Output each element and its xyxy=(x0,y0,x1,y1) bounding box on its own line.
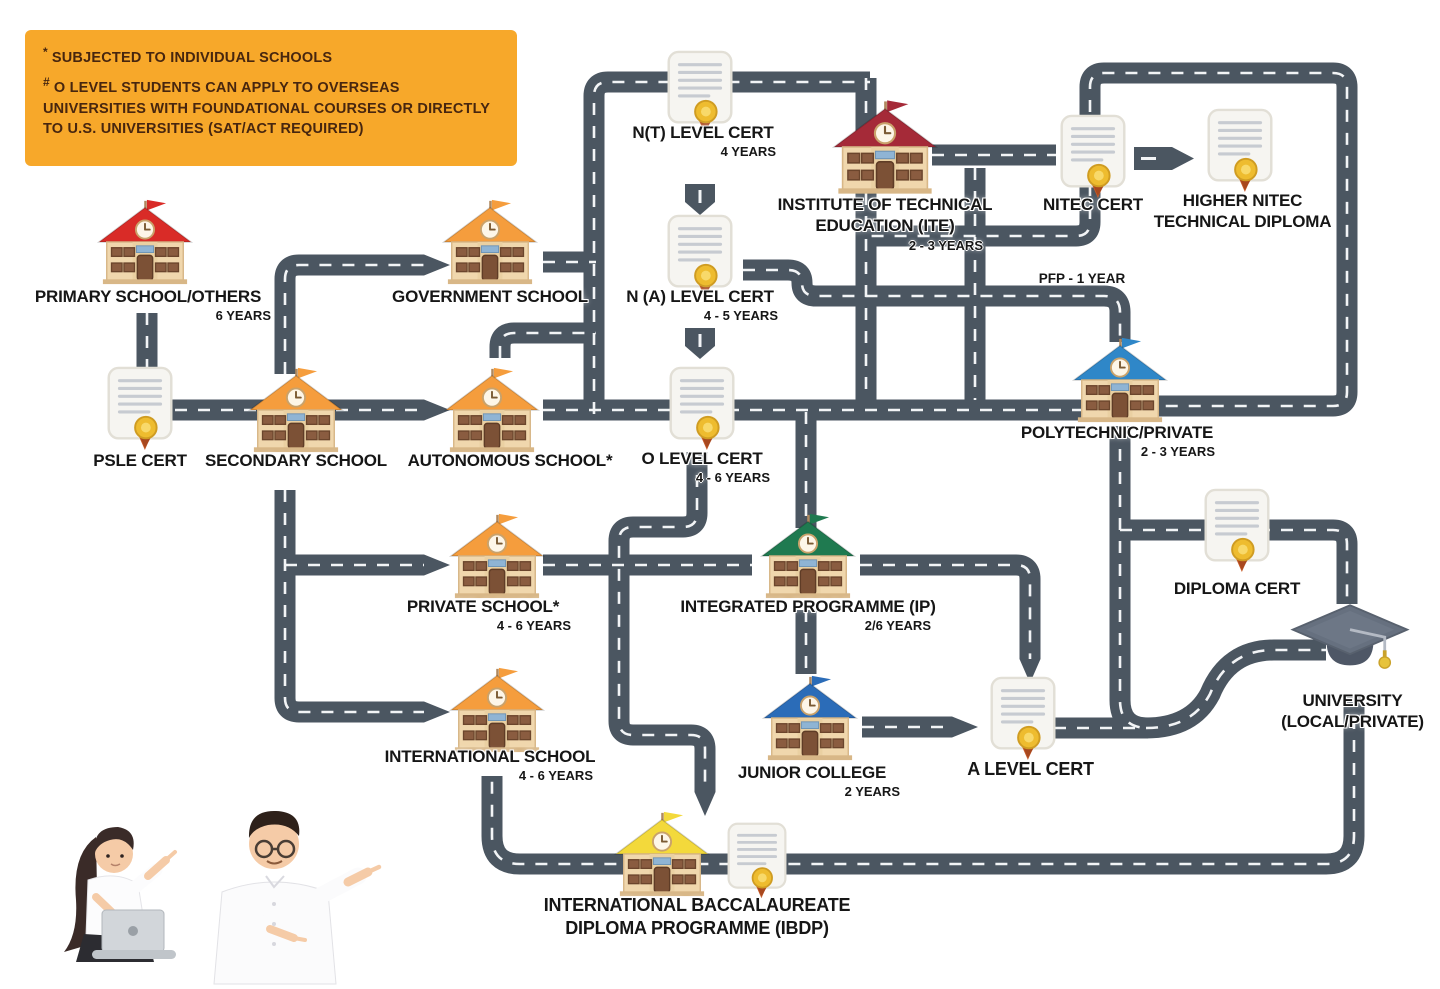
node-label: PRIMARY SCHOOL/OTHERS xyxy=(34,287,262,306)
node-label: INTEGRATED PROGRAMME (IP) xyxy=(680,597,936,616)
node-label: INSTITUTE OF TECHNICAL EDUCATION (ITE) xyxy=(777,195,993,235)
node-years: 2 - 3 YEARS xyxy=(1140,444,1215,459)
school-icon xyxy=(760,512,856,600)
school-icon xyxy=(248,366,344,454)
node-label: SECONDARY SCHOOL xyxy=(205,451,387,470)
node-label: GOVERNMENT SCHOOL xyxy=(392,287,588,306)
node-label: O LEVEL CERT xyxy=(641,449,763,468)
node-years: 4 YEARS xyxy=(720,144,776,159)
node-label: A LEVEL CERT xyxy=(967,759,1094,779)
node-label: HIGHER NITEC TECHNICAL DIPLOMA xyxy=(1153,191,1332,231)
certificate-icon xyxy=(725,822,789,900)
notes-box: *SUBJECTED TO INDIVIDUAL SCHOOLS #O LEVE… xyxy=(25,30,517,166)
node-years: 2 YEARS xyxy=(844,784,900,799)
school-icon xyxy=(832,98,938,196)
certificate-icon xyxy=(1204,108,1276,194)
certificate-icon xyxy=(987,676,1059,762)
school-icon xyxy=(442,198,538,286)
school-icon xyxy=(1072,336,1168,424)
school-icon xyxy=(444,366,540,454)
note-line: #O LEVEL STUDENTS CAN APPLY TO OVERSEAS … xyxy=(43,75,490,138)
certificate-icon xyxy=(1057,114,1129,200)
school-icon xyxy=(449,666,545,754)
node-label: N(T) LEVEL CERT xyxy=(632,123,774,142)
node-years: 4 - 6 YEARS xyxy=(496,618,571,633)
node-label: NITEC CERT xyxy=(1042,195,1143,214)
node-label: PRIVATE SCHOOL* xyxy=(406,597,560,616)
node-years: 2/6 YEARS xyxy=(864,618,931,633)
school-icon xyxy=(762,674,858,762)
node-label: UNIVERSITY (LOCAL/PRIVATE) xyxy=(1281,691,1424,731)
node-years: 4 - 5 YEARS xyxy=(703,308,778,323)
node-label: POLYTECHNIC/PRIVATE xyxy=(1020,423,1214,442)
node-years: 4 - 6 YEARS xyxy=(695,470,770,485)
node-years: 2 - 3 YEARS xyxy=(908,238,983,253)
school-icon xyxy=(449,512,545,600)
node-label: INTERNATIONAL SCHOOL xyxy=(384,747,596,766)
node-label: PSLE CERT xyxy=(93,451,187,470)
node-label: DIPLOMA CERT xyxy=(1173,579,1301,598)
school-icon xyxy=(614,810,710,898)
certificate-icon xyxy=(666,366,738,452)
node-label: AUTONOMOUS SCHOOL* xyxy=(407,451,613,470)
note-marker: * xyxy=(43,45,48,59)
node-label: JUNIOR COLLEGE xyxy=(737,763,887,782)
node-label: N (A) LEVEL CERT xyxy=(626,287,774,306)
pfp-label: PFP - 1 YEAR xyxy=(1038,271,1126,286)
certificate-icon xyxy=(1201,488,1273,574)
students-pointing-illustration xyxy=(64,810,382,985)
node-label: INTERNATIONAL BACCALAUREATE DIPLOMA PROG… xyxy=(543,895,851,938)
certificate-icon xyxy=(104,366,176,452)
node-years: 6 YEARS xyxy=(215,308,271,323)
graduation-cap-icon xyxy=(1289,598,1411,682)
note-line: *SUBJECTED TO INDIVIDUAL SCHOOLS xyxy=(43,45,333,66)
note-marker: # xyxy=(43,75,50,90)
node-years: 4 - 6 YEARS xyxy=(518,768,593,783)
school-icon xyxy=(97,198,193,286)
